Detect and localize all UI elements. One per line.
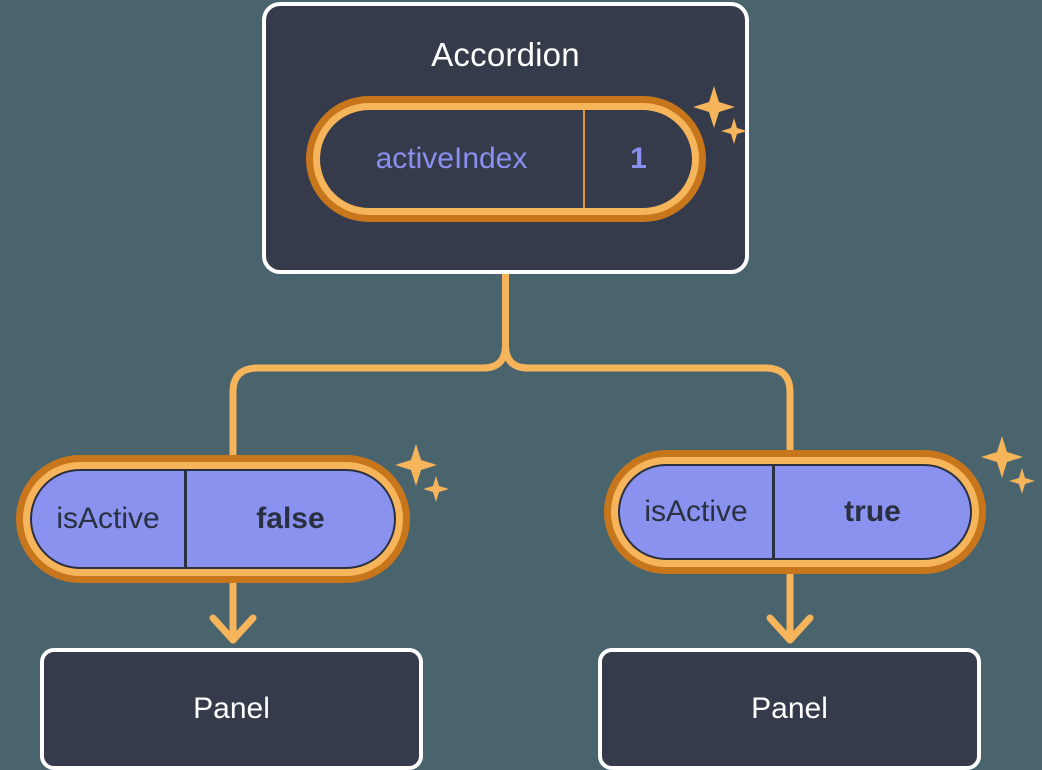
state-value-label: true xyxy=(844,495,901,528)
pill-body: isActive false xyxy=(30,469,396,569)
pill-body: activeIndex 1 xyxy=(320,110,692,208)
state-pill-active-index[interactable]: activeIndex 1 xyxy=(306,96,706,222)
accordion-title: Accordion xyxy=(431,36,580,73)
sparkle-icon xyxy=(981,436,1035,494)
state-pill-is-active-left[interactable]: isActive false xyxy=(16,455,410,583)
state-key-label: activeIndex xyxy=(320,110,585,208)
pill-ring: activeIndex 1 xyxy=(313,103,699,215)
pill-ring: isActive true xyxy=(611,457,979,567)
arrow-down-icon-right xyxy=(766,614,814,644)
panel-node-right[interactable]: Panel xyxy=(598,648,981,770)
arrow-down-icon-left xyxy=(209,614,257,644)
state-key-label: isActive xyxy=(620,466,775,558)
state-key-label: isActive xyxy=(32,471,187,567)
wire-to-left-branch xyxy=(229,270,509,462)
pill-body: isActive true xyxy=(618,464,972,560)
panel-title: Panel xyxy=(193,692,270,725)
panel-title: Panel xyxy=(751,692,828,725)
state-value-label: 1 xyxy=(630,142,647,175)
state-pill-is-active-right[interactable]: isActive true xyxy=(604,450,986,574)
state-value-label: false xyxy=(256,502,325,535)
panel-node-left[interactable]: Panel xyxy=(40,648,423,770)
wire-to-right-branch xyxy=(502,270,794,456)
pill-ring: isActive false xyxy=(23,462,403,576)
